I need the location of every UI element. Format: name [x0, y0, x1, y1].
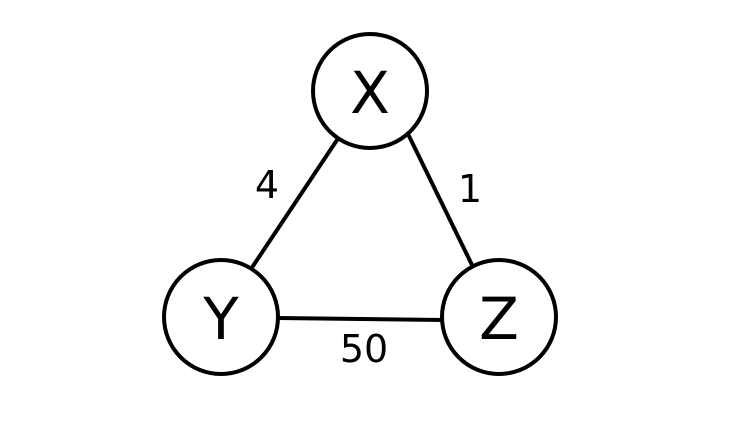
edge-weight-y-z: 50 — [340, 327, 388, 371]
node-x-circle — [311, 32, 429, 150]
edge-x-y — [251, 138, 339, 268]
edge-x-z — [407, 134, 475, 269]
node-z-label: Z — [479, 285, 519, 353]
node-y-circle — [162, 258, 280, 376]
edge-weight-x-z: 1 — [458, 167, 482, 211]
edge-y-z — [276, 316, 446, 322]
node-z: Z — [440, 258, 558, 376]
edge-weight-x-y: 4 — [255, 163, 279, 207]
node-x: X — [311, 32, 429, 150]
node-x-label: X — [350, 59, 390, 127]
node-y-label: Y — [202, 285, 239, 353]
node-y: Y — [162, 258, 280, 376]
node-z-circle — [440, 258, 558, 376]
